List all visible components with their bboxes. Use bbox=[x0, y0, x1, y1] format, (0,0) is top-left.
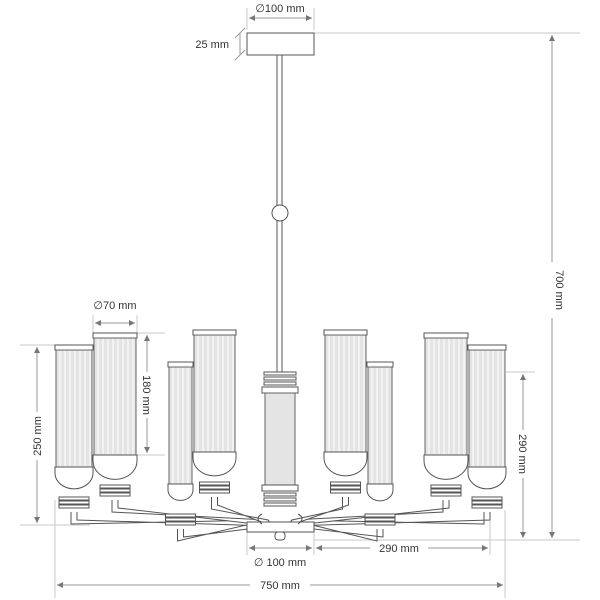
shade-height-label: 180 mm bbox=[140, 375, 152, 415]
ring bbox=[99, 484, 131, 489]
lamp-height-label: 250 mm bbox=[32, 416, 44, 456]
body-height-label: 290 mm bbox=[516, 434, 528, 474]
center-column bbox=[246, 371, 315, 541]
canopy-diameter-label: ∅100 mm bbox=[255, 3, 304, 15]
center-diameter-label: ∅ 100 mm bbox=[254, 557, 306, 569]
ring bbox=[430, 492, 462, 497]
shade bbox=[92, 332, 138, 497]
ring bbox=[165, 513, 196, 518]
shade bbox=[192, 329, 237, 494]
column-glass bbox=[264, 392, 296, 486]
shade-cup bbox=[92, 454, 138, 480]
ring bbox=[330, 481, 361, 486]
ring bbox=[430, 488, 462, 493]
ring bbox=[364, 513, 396, 518]
shade-cup bbox=[54, 466, 94, 490]
shade bbox=[323, 329, 368, 494]
shade-cup bbox=[192, 451, 237, 477]
arm-hooks bbox=[257, 513, 303, 525]
stem-ball bbox=[271, 204, 289, 222]
ring bbox=[99, 488, 131, 493]
ring bbox=[58, 504, 90, 509]
ring bbox=[58, 496, 90, 501]
ring bbox=[199, 485, 230, 490]
shade-diameter-label: ∅70 mm bbox=[93, 300, 136, 312]
shade-cup bbox=[323, 451, 368, 477]
canopy-height-label: 25 mm bbox=[195, 39, 229, 51]
ring bbox=[199, 481, 230, 486]
ring bbox=[471, 504, 503, 509]
total-width-label: 750 mm bbox=[260, 580, 300, 592]
canopy bbox=[246, 32, 315, 373]
shade bbox=[364, 361, 396, 526]
shade bbox=[467, 344, 507, 509]
ring bbox=[471, 496, 503, 501]
ring bbox=[165, 521, 196, 526]
dimension-lines bbox=[34, 15, 555, 588]
total-height-label: 700 mm bbox=[553, 270, 565, 310]
ring bbox=[199, 489, 230, 494]
ring bbox=[99, 492, 131, 497]
shade-cup bbox=[167, 483, 194, 501]
ring bbox=[364, 517, 396, 522]
shade-cup bbox=[366, 483, 394, 502]
shade-cup bbox=[467, 466, 507, 490]
shade bbox=[165, 361, 196, 526]
ring bbox=[471, 500, 503, 505]
shade-cup bbox=[423, 454, 469, 480]
ring bbox=[430, 484, 462, 489]
ring bbox=[330, 485, 361, 490]
ring bbox=[330, 489, 361, 494]
ring bbox=[58, 500, 90, 505]
arm-reach-label: 290 mm bbox=[379, 543, 419, 555]
shade bbox=[423, 332, 469, 497]
extension-lines bbox=[20, 8, 580, 598]
shade bbox=[54, 344, 94, 509]
shades bbox=[54, 329, 507, 526]
ring bbox=[364, 521, 396, 526]
ring bbox=[165, 517, 196, 522]
